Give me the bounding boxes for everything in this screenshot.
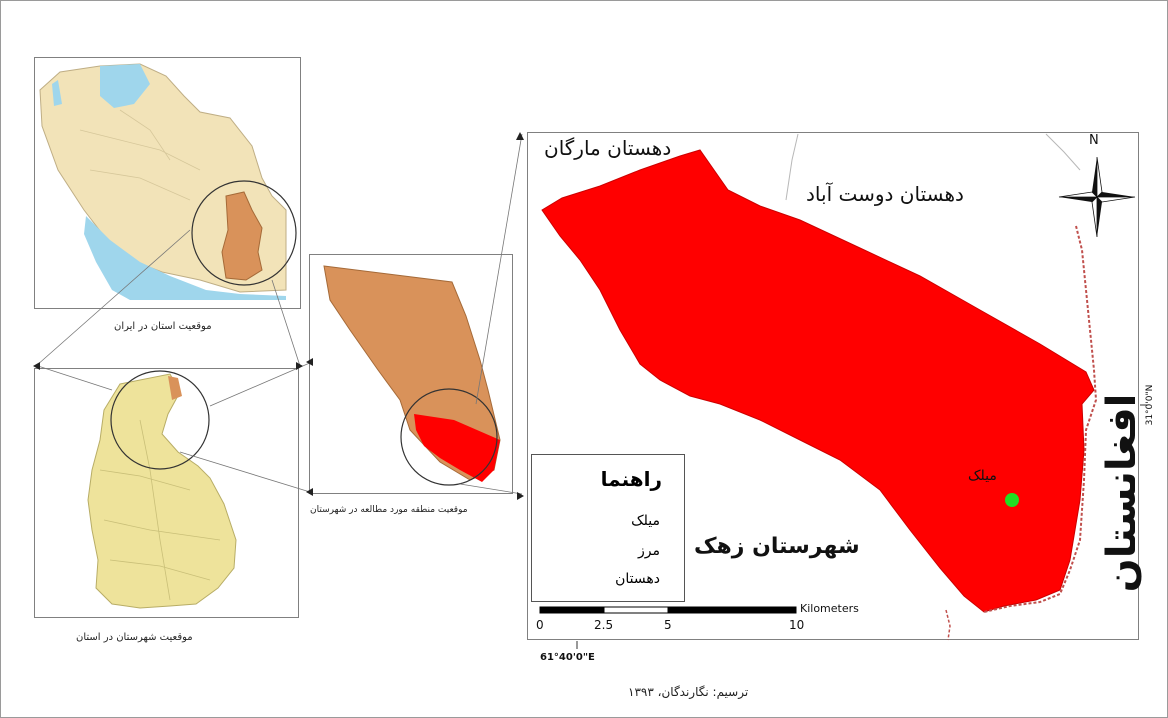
caption-iran: موقعیت استان در ایران [114,321,212,332]
province-map [87,373,237,609]
main-map-content [541,133,1148,649]
iran-map [39,63,287,300]
north-arrow-icon [1058,156,1136,238]
caption-drawn-by: ترسیم: نگارندگان، ۱۳۹۳ [628,685,749,699]
milak-village-point [1005,493,1019,507]
legend-item-border: مرز [638,543,660,559]
caption-province: موقعیت شهرستان در استان [76,632,193,643]
scale-bar [539,606,797,614]
connector-lines [35,133,523,495]
scale-tick-10: 10 [789,618,805,632]
longitude-label: 61°40'0"E [540,652,595,663]
label-doost-abad: دهستان دوست آباد [806,182,964,206]
latitude-label: 31°0'0"N [1145,384,1155,426]
province-zoom-circle [110,370,210,470]
iran-zoom-circle [191,180,297,286]
border-line [983,225,1098,613]
label-milak-point: میلک [968,468,997,484]
legend-item-milak: میلک [631,513,660,529]
scale-tick-5: 5 [664,618,672,632]
county-zoom-circle [400,388,498,486]
legend-box: راهنما میلک مرز دهستان [531,454,685,602]
label-margan: دهستان مارگان [544,136,672,160]
connector-arrows [33,132,524,500]
label-zahak: شهرستان زهک [694,534,860,559]
caption-county: موقعیت منطقه مورد مطالعه در شهرستان [310,505,468,515]
legend-item-dehestan: دهستان [615,571,660,587]
legend-title: راهنما [600,467,662,491]
scale-tick-2-5: 2.5 [594,618,614,632]
label-afghanistan: افغانستان [1099,393,1145,593]
north-label: N [1089,133,1099,148]
county-map [323,265,501,482]
scale-unit: Kilometers [800,602,859,615]
scale-tick-0: 0 [536,618,544,632]
